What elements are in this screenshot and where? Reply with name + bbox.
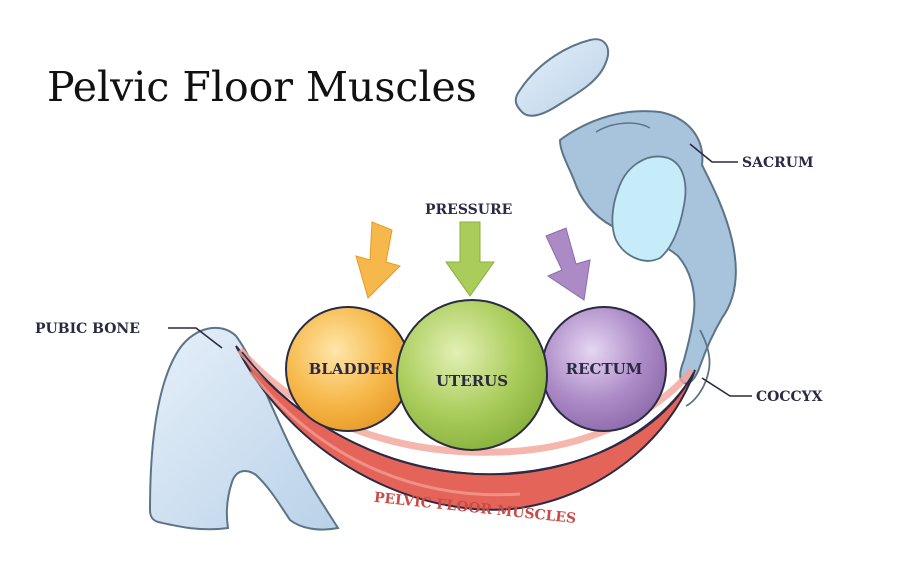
page-title: Pelvic Floor Muscles: [47, 63, 477, 111]
coccyx-label: COCCYX: [756, 389, 823, 405]
pubic-bone-leader: [168, 327, 223, 349]
sacrum-leader: [689, 143, 738, 163]
pressure-arrow-uterus: [445, 221, 495, 297]
sacrum-label: SACRUM: [742, 155, 813, 171]
uterus-label: UTERUS: [436, 372, 508, 390]
pubic-bone-label: PUBIC BONE: [35, 321, 140, 337]
pressure-arrow-bladder: [355, 221, 401, 299]
organ-bladder: BLADDER: [285, 306, 411, 432]
coccyx-leader: [701, 377, 752, 397]
pressure-arrow-rectum: [545, 227, 591, 301]
organ-rectum: RECTUM: [541, 306, 667, 432]
sacrum-bone: [514, 38, 737, 407]
organ-uterus: UTERUS: [396, 299, 548, 451]
bladder-label: BLADDER: [309, 360, 394, 378]
pubic-bone: [148, 327, 340, 531]
pressure-label: PRESSURE: [425, 202, 512, 218]
rectum-label: RECTUM: [566, 360, 643, 378]
